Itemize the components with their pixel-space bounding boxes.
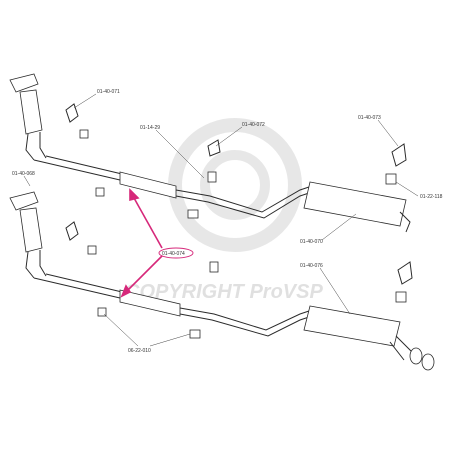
lower-resonator (119, 289, 181, 317)
upper-manifold (9, 73, 39, 93)
lower-front-pipe (33, 273, 123, 299)
upper-mid-pipe (175, 185, 313, 219)
upper-exhaust-system (9, 73, 411, 233)
label-01-40-074: 01-40-074 (162, 251, 185, 257)
lower-bracket-1 (65, 221, 79, 241)
lower-downpipe (25, 250, 47, 279)
leader-068 (23, 175, 31, 187)
lower-twin-tailpipes (389, 335, 413, 361)
lower-hanger-2 (209, 261, 219, 273)
arrow-to-lower-resonator (127, 255, 163, 291)
leader-070 (321, 213, 357, 241)
leader-14-29 (155, 129, 205, 179)
lower-catalyst (19, 207, 43, 253)
lower-tip-2 (421, 353, 435, 371)
arrow-to-upper-resonator (133, 197, 163, 249)
upper-front-pipe (33, 155, 123, 181)
watermark-text: COPYRIGHT ProVSP (125, 281, 323, 303)
leader-22-118 (395, 181, 419, 197)
upper-hanger-3 (385, 173, 397, 185)
part-labels: 01-40-071 01-14-29 01-40-072 01-40-073 0… (12, 89, 443, 354)
upper-resonator (119, 171, 177, 199)
label-01-40-076: 01-40-076 (300, 263, 323, 269)
upper-bracket-071 (65, 103, 79, 123)
arrow-head-upper (129, 188, 140, 202)
lower-bracket-2 (397, 261, 413, 285)
lower-exhaust-system (9, 191, 435, 371)
lower-hanger-3 (395, 291, 407, 303)
label-01-40-071: 01-40-071 (97, 89, 120, 95)
upper-catalyst (19, 89, 43, 135)
upper-rear-muffler (303, 181, 407, 227)
label-01-22-118: 01-22-118 (420, 194, 443, 200)
lower-tip-1 (409, 347, 423, 365)
leader-073 (377, 119, 399, 147)
label-01-14-29: 01-14-29 (140, 125, 160, 131)
lower-hanger-1 (87, 245, 97, 255)
leader-072 (215, 126, 243, 147)
watermark-circle-inner (200, 150, 270, 220)
upper-clamp-1 (95, 187, 105, 197)
upper-clamp-2 (187, 209, 199, 219)
label-01-40-070: 01-40-070 (300, 239, 323, 245)
upper-downpipe (25, 132, 47, 161)
leader-06-22-010 (149, 333, 191, 347)
leader-071 (73, 93, 97, 109)
lower-clamp-1 (97, 307, 107, 317)
upper-tailpipe (399, 211, 411, 233)
highlight-ring-074 (158, 247, 194, 259)
upper-hanger-1 (79, 129, 89, 139)
arrow-head-lower (120, 284, 132, 298)
watermark: COPYRIGHT ProVSP (125, 118, 323, 303)
label-01-40-073: 01-40-073 (358, 115, 381, 121)
label-01-40-068: 01-40-068 (12, 171, 35, 177)
leader-06-22-010-b (103, 313, 139, 347)
leader-076 (319, 267, 351, 315)
upper-hanger-2 (207, 171, 217, 183)
lower-clamp-2 (189, 329, 201, 339)
label-06-22-010: 06-22-010 (128, 348, 151, 354)
label-01-40-072: 01-40-072 (242, 122, 265, 128)
lower-manifold (9, 191, 39, 211)
upper-bracket-073 (391, 143, 407, 167)
lower-rear-muffler (303, 305, 401, 347)
watermark-circle-outer (168, 118, 302, 252)
lower-mid-pipe (179, 307, 313, 337)
upper-bracket-072 (207, 139, 221, 157)
highlight-arrows (120, 188, 163, 298)
